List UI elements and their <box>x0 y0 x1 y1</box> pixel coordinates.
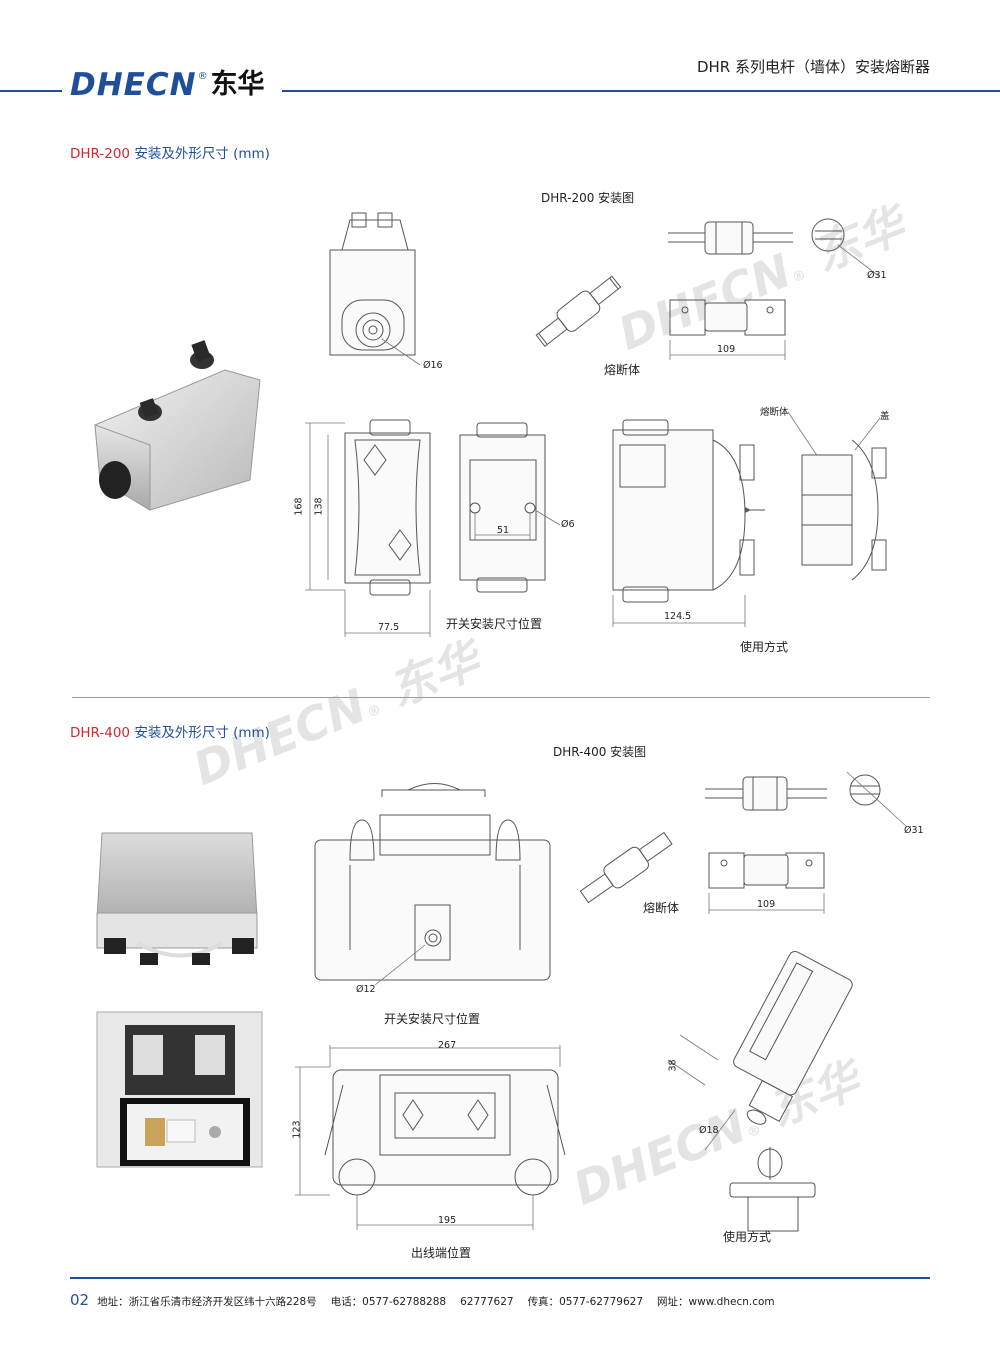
dhr200-dim-d6: Ø6 <box>561 519 575 530</box>
dhr400-fuse-end-view <box>846 771 908 828</box>
dhr200-dim-len109: 109 <box>717 344 736 355</box>
dhr200-fuse-isometric <box>535 275 622 348</box>
dhr400-dim-w267: 267 <box>438 1040 457 1051</box>
dhr400-switch-caption: 开关安装尺寸位置 <box>384 1012 481 1026</box>
dhr400-dim-h38: 38 <box>667 1059 679 1072</box>
logo-chinese-text: 东华 <box>210 69 265 100</box>
dhr200-fuse-side-view <box>668 221 793 255</box>
dhr200-switch-caption: 开关安装尺寸位置 <box>446 617 543 631</box>
dhr200-dim-d31: Ø31 <box>867 270 887 281</box>
dhr400-product-photo-open <box>96 1011 263 1168</box>
dhr200-usage-detail <box>787 411 887 581</box>
fax-label: 传真： <box>527 1296 560 1308</box>
page-number: 02 <box>70 1291 90 1309</box>
section-heading-dhr400: DHR-400 安装及外形尺寸 (mm) <box>70 725 270 741</box>
dhr200-dim-d16: Ø16 <box>423 360 443 371</box>
dhr200-fuse-caption: 熔断体 <box>604 363 641 377</box>
dhr400-dim-d12: Ø12 <box>356 984 376 995</box>
dhr200-front-view-drawing <box>329 212 421 366</box>
dhr200-fuse-plan-view <box>669 299 786 360</box>
footer-contact: 02 地址： 浙江省乐清市经济开发区纬十六路228号 电话： 0577-6278… <box>70 1291 775 1309</box>
dhr200-dim-h168: 168 <box>293 497 305 516</box>
phone-number-2: 62777627 <box>460 1296 514 1308</box>
dhr400-outlet-drawing <box>295 1045 566 1230</box>
dhr400-usage-drawing <box>667 950 853 1232</box>
dhr400-dim-d31: Ø31 <box>904 825 924 836</box>
header-rule-right <box>282 90 1000 92</box>
dhr400-switch-mounting-drawing <box>314 783 551 986</box>
website-link[interactable]: www.dhecn.com <box>688 1296 775 1308</box>
dhr200-panel-view <box>305 419 431 637</box>
dhr400-dim-len109: 109 <box>757 899 776 910</box>
phone-label: 电话： <box>330 1296 363 1308</box>
dhr400-fuse-caption: 熔断体 <box>643 901 680 915</box>
address-label: 地址： <box>97 1296 129 1308</box>
dhr200-dim-h138: 138 <box>313 497 325 516</box>
dhr400-outlet-caption: 出线端位置 <box>411 1246 472 1260</box>
section-divider <box>72 697 930 698</box>
section-heading-dhr200: DHR-200 安装及外形尺寸 (mm) <box>70 146 270 162</box>
dhr200-dim-w51: 51 <box>497 525 510 536</box>
header-rule-left <box>0 90 62 92</box>
dhr200-fuse-end-view <box>811 218 881 278</box>
dhr200-label-fuse: 熔断体 <box>760 407 789 418</box>
document-title: DHR 系列电杆（墙体）安装熔断器 <box>696 58 930 76</box>
website-label: 网址： <box>657 1296 689 1308</box>
dhr200-product-photo <box>94 340 261 511</box>
dhr400-install-caption: DHR-400 安装图 <box>553 745 647 759</box>
logo-registered-mark: ® <box>197 71 208 82</box>
brand-logo: DHECN ® 东华 <box>70 62 265 102</box>
dhr400-fuse-side-view <box>705 776 827 811</box>
logo-latin-text: DHECN <box>70 67 197 103</box>
dhr400-usage-caption: 使用方式 <box>723 1230 772 1244</box>
dhr200-side-view <box>612 419 765 627</box>
dhr200-label-cover: 盖 <box>880 411 890 422</box>
dhr200-dim-w77: 77.5 <box>378 622 400 633</box>
dhr400-fuse-plan-view <box>708 852 825 914</box>
phone-number-1: 0577-62788288 <box>362 1296 447 1308</box>
dhr200-usage-caption: 使用方式 <box>740 640 789 654</box>
dhr400-product-photo-closed <box>96 832 258 965</box>
dhr400-dim-w195: 195 <box>438 1215 457 1226</box>
dhr200-dim-w124: 124.5 <box>664 611 692 622</box>
address-text: 浙江省乐清市经济开发区纬十六路228号 <box>128 1296 317 1308</box>
dhr200-mounting-view <box>459 422 561 593</box>
fax-number: 0577-62779627 <box>559 1296 644 1308</box>
watermark-2: DHECN® 东华 <box>186 632 487 796</box>
dhr200-install-caption: DHR-200 安装图 <box>541 191 635 205</box>
dhr400-fuse-isometric <box>579 831 673 904</box>
footer-rule <box>70 1277 930 1279</box>
dhr400-dim-h123: 123 <box>291 1120 303 1139</box>
dhr400-dim-d18: Ø18 <box>699 1125 719 1136</box>
